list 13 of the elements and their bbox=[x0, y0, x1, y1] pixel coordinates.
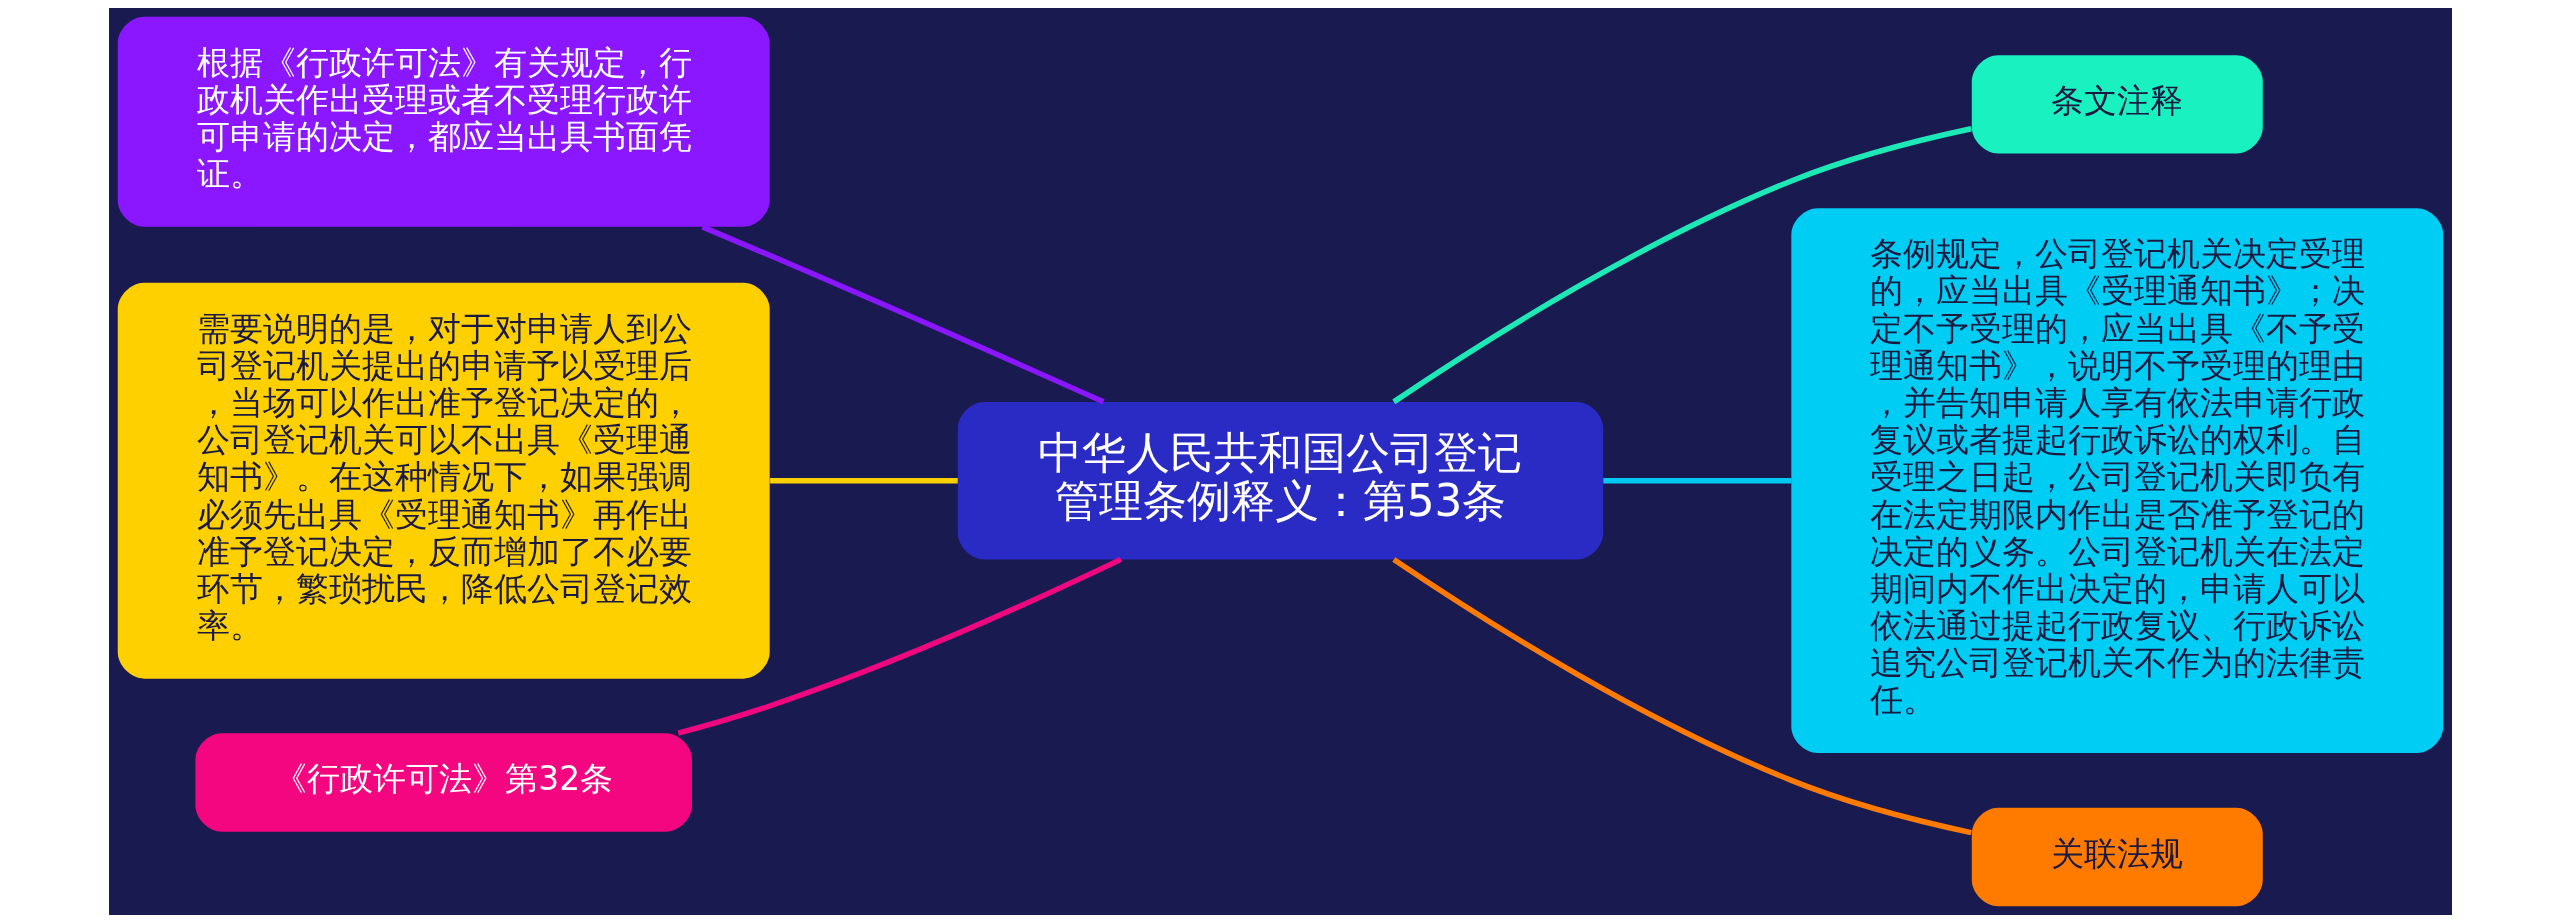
connector bbox=[1391, 126, 1972, 405]
node-box: 《行政许可法》第32条 bbox=[194, 733, 692, 832]
connector bbox=[1391, 557, 1972, 836]
connector bbox=[1602, 477, 1791, 484]
connector bbox=[677, 556, 1122, 736]
node-box: 根据《行政许可法》有关规定，行政机关作出受理或者不受理行政许可申请的决定，都应当出具书面凭证。 bbox=[117, 16, 770, 227]
node-box: 关联法规 bbox=[1971, 807, 2263, 907]
node-box: 条例规定，公司登记机关决定受理的，应当出具《受理通知书》；决定不予受理的，应当出具《不予受理通知书》，说明不予受理的理由，并告知申请人享有依法申请行政复议或者提起行政诉讼的权利。自受理之日起，公司登记机关即负有在法定期限内作出是否准予登记的决定的义务。公司登记机关在法定期间内不作出决定的，申请人可以依法通过提起行政复议、行政诉讼追究公司登记机关不作为的法律责任。 bbox=[1790, 208, 2443, 753]
connector bbox=[769, 477, 958, 484]
node-box: 中华人民共和国公司登记管理条例释义：第53条 bbox=[957, 401, 1603, 560]
connector bbox=[700, 224, 1105, 405]
node-box: 条文注释 bbox=[1971, 55, 2263, 154]
node-box: 需要说明的是，对于对申请人到公司登记机关提出的申请予以受理后，当场可以作出准予登记决定的，公司登记机关可以不出具《受理通知书》。在这种情况下，如果强调必须先出具《受理通知书》再作出准予登记决定，反而增加了不必要环节，繁琐扰民，降低公司登记效率。 bbox=[117, 282, 770, 679]
